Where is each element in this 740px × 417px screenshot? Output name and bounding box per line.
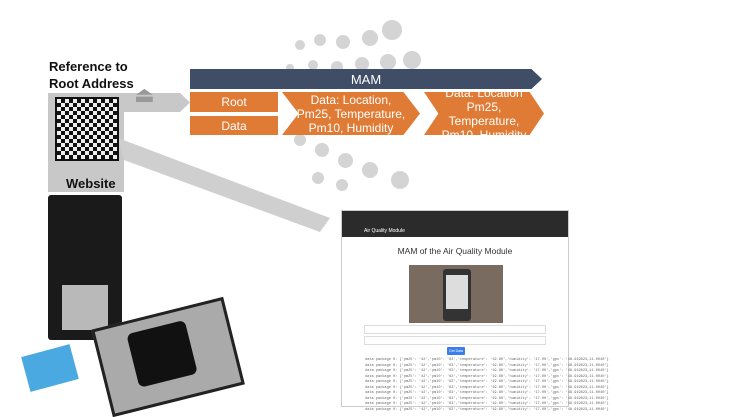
video-feed [409, 265, 503, 323]
data-line: data package 0: {'pm25': '42','pm10': '6… [365, 358, 609, 362]
eject-icon: ⏏ [134, 82, 155, 107]
app-title[interactable]: Air Quality Module [364, 228, 405, 234]
browser-window: Air Quality Module MAM of the Air Qualit… [341, 210, 609, 412]
iota-dot [336, 35, 350, 49]
gray-arrow [124, 93, 190, 112]
iota-dot [315, 143, 329, 157]
iota-dot [312, 172, 324, 184]
iota-dot [314, 34, 326, 46]
mam-title: MAM [350, 71, 382, 87]
key-input[interactable] [364, 336, 546, 345]
page-title: MAM of the Air Quality Module [397, 246, 513, 256]
iota-dot [382, 20, 402, 40]
iota-dot [355, 57, 369, 71]
iota-dot [362, 30, 378, 46]
data-line: data package 0: {'pm25': '42','pm10': '6… [365, 396, 609, 401]
data-line: data package 0: {'pm25': '42','pm10': '6… [365, 391, 609, 395]
iota-dot [336, 179, 348, 191]
data-line: data package 0: {'pm25': '42','pm10': '6… [365, 407, 609, 412]
iota-dot [286, 64, 294, 72]
mam-bar: MAM [190, 69, 542, 89]
iota-dot [391, 171, 409, 189]
browser-header: Air Quality Module [342, 211, 568, 237]
reference-label: Reference to Root Address [49, 59, 134, 91]
qr-code-icon [55, 97, 119, 161]
iota-dot [380, 54, 396, 70]
data-line: data package 0: {'pm25': '42','pm10': '6… [365, 385, 609, 390]
data-line: data package 0: {'pm25': '42','pm10': '6… [365, 369, 609, 373]
data-line: data package 0: {'pm25': '42','pm10': '6… [365, 380, 609, 384]
data-output: data package 0: {'pm25': '42','pm10': '6… [365, 358, 609, 413]
iota-dot [308, 60, 318, 70]
data-line: data package 0: {'pm25': '42','pm10': '6… [365, 363, 609, 368]
iota-dot [294, 134, 306, 146]
iota-dot [337, 152, 353, 168]
data-line: data package 0: {'pm25': '42','pm10': '6… [365, 402, 609, 406]
data-line: data package 0: {'pm25': '42','pm10': '6… [365, 374, 609, 379]
iota-dot [295, 40, 305, 50]
get-data-button[interactable]: Get Data [447, 347, 465, 355]
message-chevron-2: Data: Location Pm25, Temperature, Pm10, … [424, 92, 544, 135]
message-chevron-1: Data: Location, Pm25, Temperature, Pm10,… [282, 92, 420, 135]
root-box: Root [190, 92, 278, 112]
iota-dot [403, 51, 421, 69]
iota-dot [362, 162, 378, 178]
esp32-board [48, 195, 122, 340]
data-box: Data [190, 116, 278, 135]
root-input[interactable] [364, 325, 546, 334]
website-label: Website [66, 176, 116, 191]
